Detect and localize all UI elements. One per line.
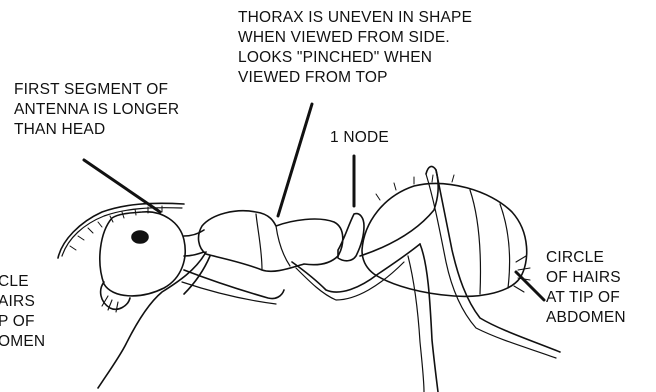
abdomen-label-line-3: AT TIP OF — [546, 288, 626, 308]
node-label: 1 NODE — [330, 128, 389, 148]
thorax — [199, 211, 343, 272]
abdomen-pointer — [516, 272, 544, 300]
abdomen-hairs-label: CIRCLE OF HAIRS AT TIP OF ABDOMEN — [546, 248, 626, 328]
thorax-pointer — [278, 104, 312, 216]
antenna-label: FIRST SEGMENT OF ANTENNA IS LONGER THAN … — [14, 80, 179, 140]
antenna-label-line-2: ANTENNA IS LONGER — [14, 100, 179, 120]
middle-leg — [292, 244, 420, 292]
antenna-label-line-1: FIRST SEGMENT OF — [14, 80, 179, 100]
head — [100, 212, 185, 296]
antenna-label-line-3: THAN HEAD — [14, 120, 179, 140]
antenna-pointer — [84, 160, 160, 212]
hind-leg — [360, 167, 438, 256]
thorax-label-line-3: LOOKS "PINCHED" WHEN — [238, 48, 472, 68]
cropped-left-line-2: AIRS — [0, 292, 45, 312]
thorax-label-line-1: THORAX IS UNEVEN IN SHAPE — [238, 8, 472, 28]
thorax-label-line-4: VIEWED FROM TOP — [238, 68, 472, 88]
thorax-label-line-2: WHEN VIEWED FROM SIDE. — [238, 28, 472, 48]
cropped-left-line-3: P OF — [0, 312, 45, 332]
eye — [132, 231, 148, 243]
abdomen-label-line-2: OF HAIRS — [546, 268, 626, 288]
cropped-left-line-4: OMEN — [0, 332, 45, 352]
cropped-left-line-1: CLE — [0, 272, 45, 292]
abdomen-label-line-1: CIRCLE — [546, 248, 626, 268]
cropped-left-label: CLE AIRS P OF OMEN — [0, 272, 45, 352]
node-label-line-1: 1 NODE — [330, 128, 389, 148]
abdomen-label-line-4: ABDOMEN — [546, 308, 626, 328]
gaster — [362, 184, 527, 297]
petiole-node — [338, 214, 364, 261]
thorax-label: THORAX IS UNEVEN IN SHAPE WHEN VIEWED FR… — [238, 8, 472, 88]
